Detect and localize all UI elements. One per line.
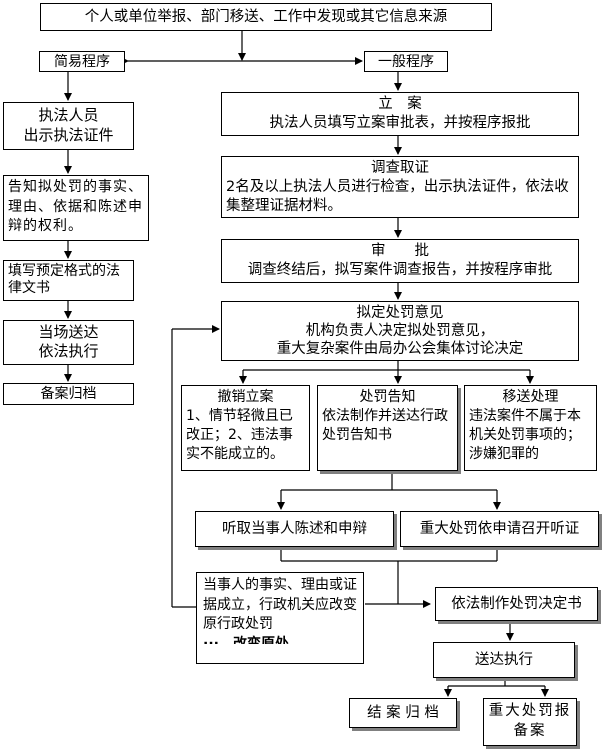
proposal-title: 拟定处罚意见 <box>356 305 444 321</box>
notice-text: 依法制作并送达行政处罚告知书 <box>322 408 448 443</box>
revoke-box: 撤销立案 1、情节轻微且已改正；2、违法事实不能成立的。 <box>181 385 310 471</box>
filing-box: 立 案 执法人员填写立案审批表，并按程序报批 <box>221 92 579 136</box>
simple-step-5: 备案归档 <box>3 383 134 405</box>
simple-step-3-text: 填写预定格式的法律文书 <box>8 263 120 296</box>
major-record-text: 重大处罚报备案 <box>488 703 572 739</box>
approval-box: 审 批 调查终结后，拟写案件调查报告，并按程序审批 <box>221 239 579 283</box>
proposal-box: 拟定处罚意见 机构负责人决定拟处罚意见， 重大复杂案件由局办公会集体讨论决定 <box>221 301 579 361</box>
archive-box: 结 案 归 档 <box>349 698 457 728</box>
delivery-text: 送达执行 <box>475 652 533 668</box>
approval-title: 审 批 <box>371 243 429 259</box>
simple-step-1-line-1: 执法人员 <box>38 106 99 124</box>
simple-step-5-text: 备案归档 <box>40 386 97 402</box>
notice-box: 处罚告知 依法制作并送达行政处罚告知书 <box>317 385 458 471</box>
change-cut-text: ··· 改变原处 <box>203 635 289 644</box>
proposal-line-2: 重大复杂案件由局办公会集体讨论决定 <box>276 341 524 357</box>
transfer-box: 移送处理 违法案件不属于本机关处罚事项的；涉嫌犯罪的 <box>464 385 597 471</box>
archive-text: 结 案 归 档 <box>367 705 439 721</box>
hearing-request-text: 重大处罚依申请召开听证 <box>419 521 580 537</box>
simple-step-1: 执法人员 出示执法证件 <box>3 102 134 150</box>
investigation-title: 调查取证 <box>371 160 429 176</box>
transfer-title: 移送处理 <box>502 389 559 405</box>
transfer-text: 违法案件不属于本机关处罚事项的；涉嫌犯罪的 <box>469 408 581 462</box>
simple-step-1-line-2: 出示执法证件 <box>23 126 114 144</box>
filing-text: 执法人员填写立案审批表，并按程序报批 <box>269 115 531 131</box>
major-record-box: 重大处罚报备案 <box>483 698 577 746</box>
decision-box: 依法制作处罚决定书 <box>435 587 598 621</box>
filing-title: 立 案 <box>378 96 422 112</box>
hearing-request-box: 重大处罚依申请召开听证 <box>400 511 599 547</box>
simple-step-2-text: 告知拟处罚的事实、理由、依据和陈述申辩的权利。 <box>8 179 143 234</box>
investigation-box: 调查取证 2名及以上执法人员进行检查，出示执法证件，依法收集整理证据材料。 <box>221 156 579 218</box>
notice-title: 处罚告知 <box>359 389 416 405</box>
statement-text: 听取当事人陈述和申辩 <box>222 521 367 537</box>
general-program-text: 一般程序 <box>378 54 434 70</box>
source-box: 个人或单位举报、部门移送、工作中发现或其它信息来源 <box>40 3 492 31</box>
delivery-box: 送达执行 <box>433 642 575 678</box>
investigation-text: 2名及以上执法人员进行检查，出示执法证件，依法收集整理证据材料。 <box>226 179 569 214</box>
proposal-line-1: 机构负责人决定拟处罚意见， <box>305 323 495 339</box>
source-text: 个人或单位举报、部门移送、工作中发现或其它信息来源 <box>84 9 448 25</box>
simple-program-label: 简易程序 <box>39 51 125 72</box>
statement-box: 听取当事人陈述和申辩 <box>195 511 394 547</box>
simple-step-3: 填写预定格式的法律文书 <box>3 260 134 301</box>
revoke-title: 撤销立案 <box>217 389 274 405</box>
simple-step-4: 当场送达 依法执行 <box>3 320 134 365</box>
revoke-text: 1、情节轻微且已改正；2、违法事实不能成立的。 <box>186 408 293 462</box>
approval-text: 调查终结后，拟写案件调查报告，并按程序审批 <box>247 262 553 278</box>
general-program-label: 一般程序 <box>364 51 448 72</box>
change-text: 当事人的事实、理由或证据成立，行政机关应改变原行政处罚 <box>203 577 357 632</box>
simple-step-2: 告知拟处罚的事实、理由、依据和陈述申辩的权利。 <box>3 175 149 241</box>
decision-text: 依法制作处罚决定书 <box>451 596 582 612</box>
simple-program-text: 简易程序 <box>54 54 110 70</box>
simple-step-4-line-1: 当场送达 <box>38 323 99 341</box>
change-box: 当事人的事实、理由或证据成立，行政机关应改变原行政处罚 ··· 改变原处 <box>196 572 364 664</box>
simple-step-4-line-2: 依法执行 <box>38 342 99 360</box>
